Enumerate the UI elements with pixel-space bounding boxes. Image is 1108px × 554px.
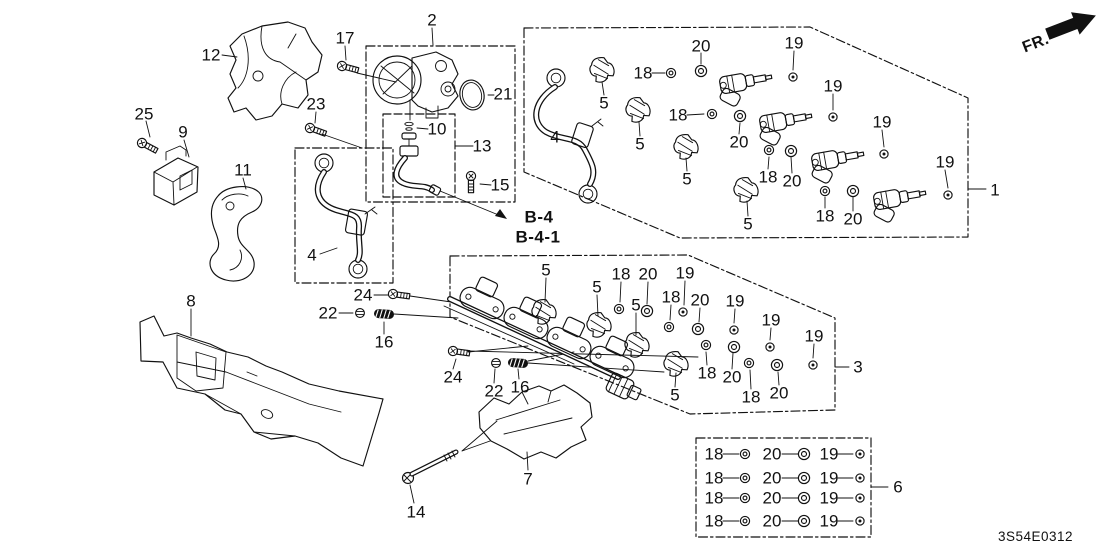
part-21-o-ring-drawing	[459, 79, 485, 111]
part-callout-19[interactable]: 19	[675, 263, 695, 283]
part-callout-16[interactable]: 16	[510, 377, 530, 397]
part-callout-5[interactable]: 5	[592, 277, 602, 297]
part-callout-5[interactable]: 5	[682, 169, 692, 189]
seal-kit-box-6	[695, 437, 872, 538]
fuel-pump-kit-box-2	[365, 45, 516, 203]
part-callout-23[interactable]: 23	[306, 94, 326, 114]
part-callout-11[interactable]: 11	[234, 160, 252, 180]
leader-lines	[145, 27, 987, 522]
part-callout-9[interactable]: 9	[178, 122, 188, 142]
part-callout-18[interactable]: 18	[704, 444, 724, 464]
part-callout-18[interactable]: 18	[633, 63, 653, 83]
part-callout-5[interactable]: 5	[599, 93, 609, 113]
part-callout-18[interactable]: 18	[661, 287, 681, 307]
pipe-sub-box	[294, 147, 394, 284]
part-callout-18[interactable]: 18	[741, 387, 761, 407]
part-callout-15[interactable]: 15	[490, 175, 510, 195]
part-12-pump-cover-drawing	[227, 21, 323, 121]
assembly-group-3-box	[449, 254, 836, 415]
part-callout-20[interactable]: 20	[782, 171, 802, 191]
part-callout-5[interactable]: 5	[743, 214, 753, 234]
part-callout-21[interactable]: 21	[493, 84, 513, 104]
part-callout-25[interactable]: 25	[134, 104, 154, 124]
part-callout-19[interactable]: 19	[819, 468, 839, 488]
fr-direction-arrow	[1045, 12, 1096, 40]
part-callout-20[interactable]: 20	[729, 132, 749, 152]
part-callout-5[interactable]: 5	[635, 134, 645, 154]
assembly-ref-b-4-1[interactable]: B-4-1	[515, 227, 561, 247]
part-callout-1[interactable]: 1	[990, 180, 1000, 200]
part-callout-13[interactable]: 13	[472, 136, 492, 156]
part-callout-20[interactable]: 20	[691, 36, 711, 56]
part-callout-5[interactable]: 5	[670, 385, 680, 405]
part-callout-2[interactable]: 2	[427, 10, 437, 30]
part-7-bracket-drawing	[478, 384, 593, 460]
part-callout-16[interactable]: 16	[374, 332, 394, 352]
part-callout-20[interactable]: 20	[762, 444, 782, 464]
part-callout-19[interactable]: 19	[804, 326, 824, 346]
part-callout-14[interactable]: 14	[406, 502, 426, 522]
part-callout-17[interactable]: 17	[335, 28, 355, 48]
part-4-fuel-feed-pipe-lower-drawing	[314, 153, 378, 279]
part-4-fuel-feed-pipe-upper-drawing	[533, 68, 604, 204]
part-callout-20[interactable]: 20	[762, 488, 782, 508]
part-callout-18[interactable]: 18	[704, 511, 724, 531]
part-callout-19[interactable]: 19	[819, 511, 839, 531]
fuel-rail-drawing	[443, 270, 644, 401]
part-callout-4[interactable]: 4	[307, 245, 317, 265]
part-callout-12[interactable]: 12	[201, 45, 221, 65]
part-callout-20[interactable]: 20	[769, 383, 789, 403]
part-callout-22[interactable]: 22	[484, 381, 504, 401]
part-callout-19[interactable]: 19	[935, 152, 955, 172]
part-callout-5[interactable]: 5	[631, 295, 641, 315]
part-callout-20[interactable]: 20	[762, 468, 782, 488]
part-callout-19[interactable]: 19	[725, 291, 745, 311]
part-callout-10[interactable]: 10	[427, 119, 447, 139]
part-callout-19[interactable]: 19	[784, 33, 804, 53]
part-callout-18[interactable]: 18	[704, 468, 724, 488]
part-callout-19[interactable]: 19	[872, 112, 892, 132]
part-10-washer-drawing	[404, 121, 414, 131]
part-8-pipe-cover-drawing	[139, 315, 384, 467]
part-2-fuel-pump-drawing	[372, 51, 459, 121]
part-callout-18[interactable]: 18	[758, 167, 778, 187]
part-callout-6[interactable]: 6	[893, 477, 903, 497]
diagram-id-code: 3S54E0312	[998, 529, 1074, 544]
part-callout-3[interactable]: 3	[853, 357, 863, 377]
part-14-bolt-drawing	[401, 449, 459, 485]
part-callout-18[interactable]: 18	[815, 206, 835, 226]
assembly-group-1-box	[523, 26, 969, 239]
joint-pipe-kit-box-13	[382, 113, 456, 198]
part-11-bracket-drawing	[209, 186, 263, 282]
part-callout-20[interactable]: 20	[843, 209, 863, 229]
part-callout-20[interactable]: 20	[690, 290, 710, 310]
part-callout-18[interactable]: 18	[704, 488, 724, 508]
part-callout-24[interactable]: 24	[443, 367, 463, 387]
part-callout-19[interactable]: 19	[819, 444, 839, 464]
part-callout-18[interactable]: 18	[668, 105, 688, 125]
part-callout-7[interactable]: 7	[523, 469, 533, 489]
part-callout-8[interactable]: 8	[186, 291, 196, 311]
part-callout-18[interactable]: 18	[611, 264, 631, 284]
part-callout-20[interactable]: 20	[638, 264, 658, 284]
part-9-mount-drawing	[153, 145, 199, 206]
assembly-ref-b-4[interactable]: B-4	[524, 207, 554, 227]
part-callout-19[interactable]: 19	[761, 310, 781, 330]
part-callout-19[interactable]: 19	[823, 76, 843, 96]
part-callout-24[interactable]: 24	[353, 285, 373, 305]
part-callout-18[interactable]: 18	[697, 363, 717, 383]
part-callout-22[interactable]: 22	[318, 303, 338, 323]
b4-reference-arrow	[439, 190, 507, 219]
part-callout-5[interactable]: 5	[541, 260, 551, 280]
part-callout-20[interactable]: 20	[722, 367, 742, 387]
part-callout-19[interactable]: 19	[819, 488, 839, 508]
part-13-joint-pipe-drawing	[393, 132, 442, 196]
part-callout-4[interactable]: 4	[550, 127, 560, 147]
part-callout-20[interactable]: 20	[762, 511, 782, 531]
